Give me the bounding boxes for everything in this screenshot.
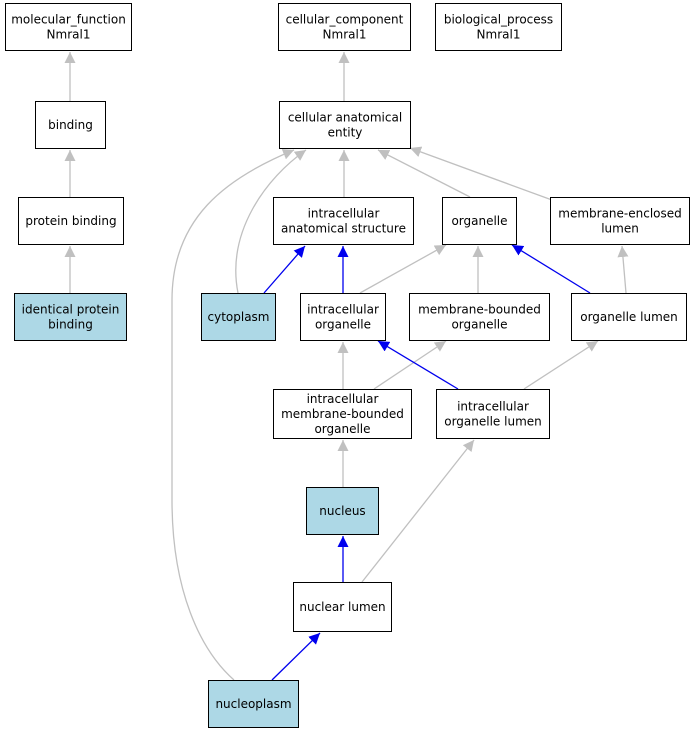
edge-nucleoplasm-to-nuclear-lumen: [271, 632, 321, 681]
node-nuclear-lumen[interactable]: nuclear lumen: [293, 582, 392, 632]
node-label-line: biological_process: [444, 13, 553, 27]
node-organelle-lumen[interactable]: organelle lumen: [571, 293, 687, 341]
node-label-line: molecular_function: [11, 13, 126, 27]
node-label-line: Nmral1: [477, 28, 521, 42]
node-label-line: nucleus: [319, 504, 365, 518]
node-box: [436, 389, 550, 439]
node-box: [550, 197, 690, 245]
node-cytoplasm[interactable]: cytoplasm: [201, 293, 276, 341]
node-label-line: nucleoplasm: [215, 697, 291, 711]
edge-intracellular-organelle-lumen-to-intracellular-organelle: [377, 340, 459, 390]
edge-organelle-to-cellular-anatomical-entity: [377, 149, 471, 198]
node-label-line: organelle lumen: [444, 415, 542, 429]
edge-intracellular-organelle-to-organelle: [359, 244, 447, 294]
node-nucleus[interactable]: nucleus: [306, 487, 379, 535]
node-label-line: intracellular: [308, 207, 380, 221]
node-box: [293, 582, 392, 632]
node-label-line: membrane-bounded: [418, 303, 541, 317]
node-box: [201, 293, 276, 341]
edge-nucleoplasm-to-cellular-anatomical-entity: [171, 149, 295, 681]
node-box: [14, 293, 127, 341]
edge-membrane-enclosed-lumen-to-cellular-anatomical-entity: [409, 146, 553, 201]
node-label-line: intracellular: [457, 400, 529, 414]
node-box: [278, 3, 411, 51]
node-box: [18, 197, 124, 245]
node-nucleoplasm[interactable]: nucleoplasm: [208, 680, 299, 728]
node-label-line: Nmral1: [323, 28, 367, 42]
node-box: [5, 3, 132, 51]
edge-intracellular-membrane-bounded-organelle-to-membrane-bounded-organelle: [373, 340, 447, 390]
node-label-line: binding: [48, 118, 93, 132]
edge-cytoplasm-to-intracellular-anatomical-structure: [263, 245, 306, 294]
node-label-line: organelle: [451, 318, 507, 332]
edge-intracellular-organelle-lumen-to-organelle-lumen: [523, 340, 599, 390]
node-box: [279, 101, 411, 149]
node-label-line: organelle lumen: [580, 310, 678, 324]
edge-nuclear-lumen-to-intracellular-organelle-lumen: [361, 439, 475, 583]
node-label-line: organelle: [315, 318, 371, 332]
node-box: [571, 293, 687, 341]
node-label-line: identical protein: [22, 303, 120, 317]
node-box: [300, 293, 386, 341]
edge-organelle-lumen-to-organelle: [511, 244, 591, 294]
node-label-line: membrane-bounded: [281, 407, 404, 421]
node-label-line: intracellular: [307, 303, 379, 317]
node-organelle[interactable]: organelle: [442, 197, 517, 245]
node-label-line: binding: [48, 318, 93, 332]
edge-cytoplasm-to-cellular-anatomical-entity: [235, 149, 307, 294]
node-box: [208, 680, 299, 728]
node-label-line: membrane-enclosed: [558, 207, 682, 221]
node-label-line: cellular_component: [286, 13, 404, 27]
edge-organelle-lumen-to-membrane-enclosed-lumen: [617, 245, 629, 294]
node-box: [35, 101, 106, 149]
edges-layer: [64, 52, 629, 681]
node-label-line: organelle: [314, 422, 370, 436]
node-label-line: lumen: [601, 222, 639, 236]
node-label-line: cellular anatomical: [288, 111, 402, 125]
node-box: [273, 389, 412, 439]
node-box: [435, 3, 562, 51]
node-label-line: cytoplasm: [208, 310, 270, 324]
node-label-line: entity: [328, 126, 363, 140]
node-label-line: protein binding: [25, 214, 116, 228]
node-box: [273, 197, 414, 245]
node-protein-binding[interactable]: protein binding: [18, 197, 124, 245]
node-box: [442, 197, 517, 245]
node-label-line: anatomical structure: [281, 222, 406, 236]
node-box: [409, 293, 550, 341]
node-binding[interactable]: binding: [35, 101, 106, 149]
node-label-line: organelle: [451, 214, 507, 228]
node-label-line: nuclear lumen: [299, 600, 385, 614]
node-label-line: Nmral1: [47, 28, 91, 42]
node-label-line: intracellular: [307, 392, 379, 406]
node-box: [306, 487, 379, 535]
